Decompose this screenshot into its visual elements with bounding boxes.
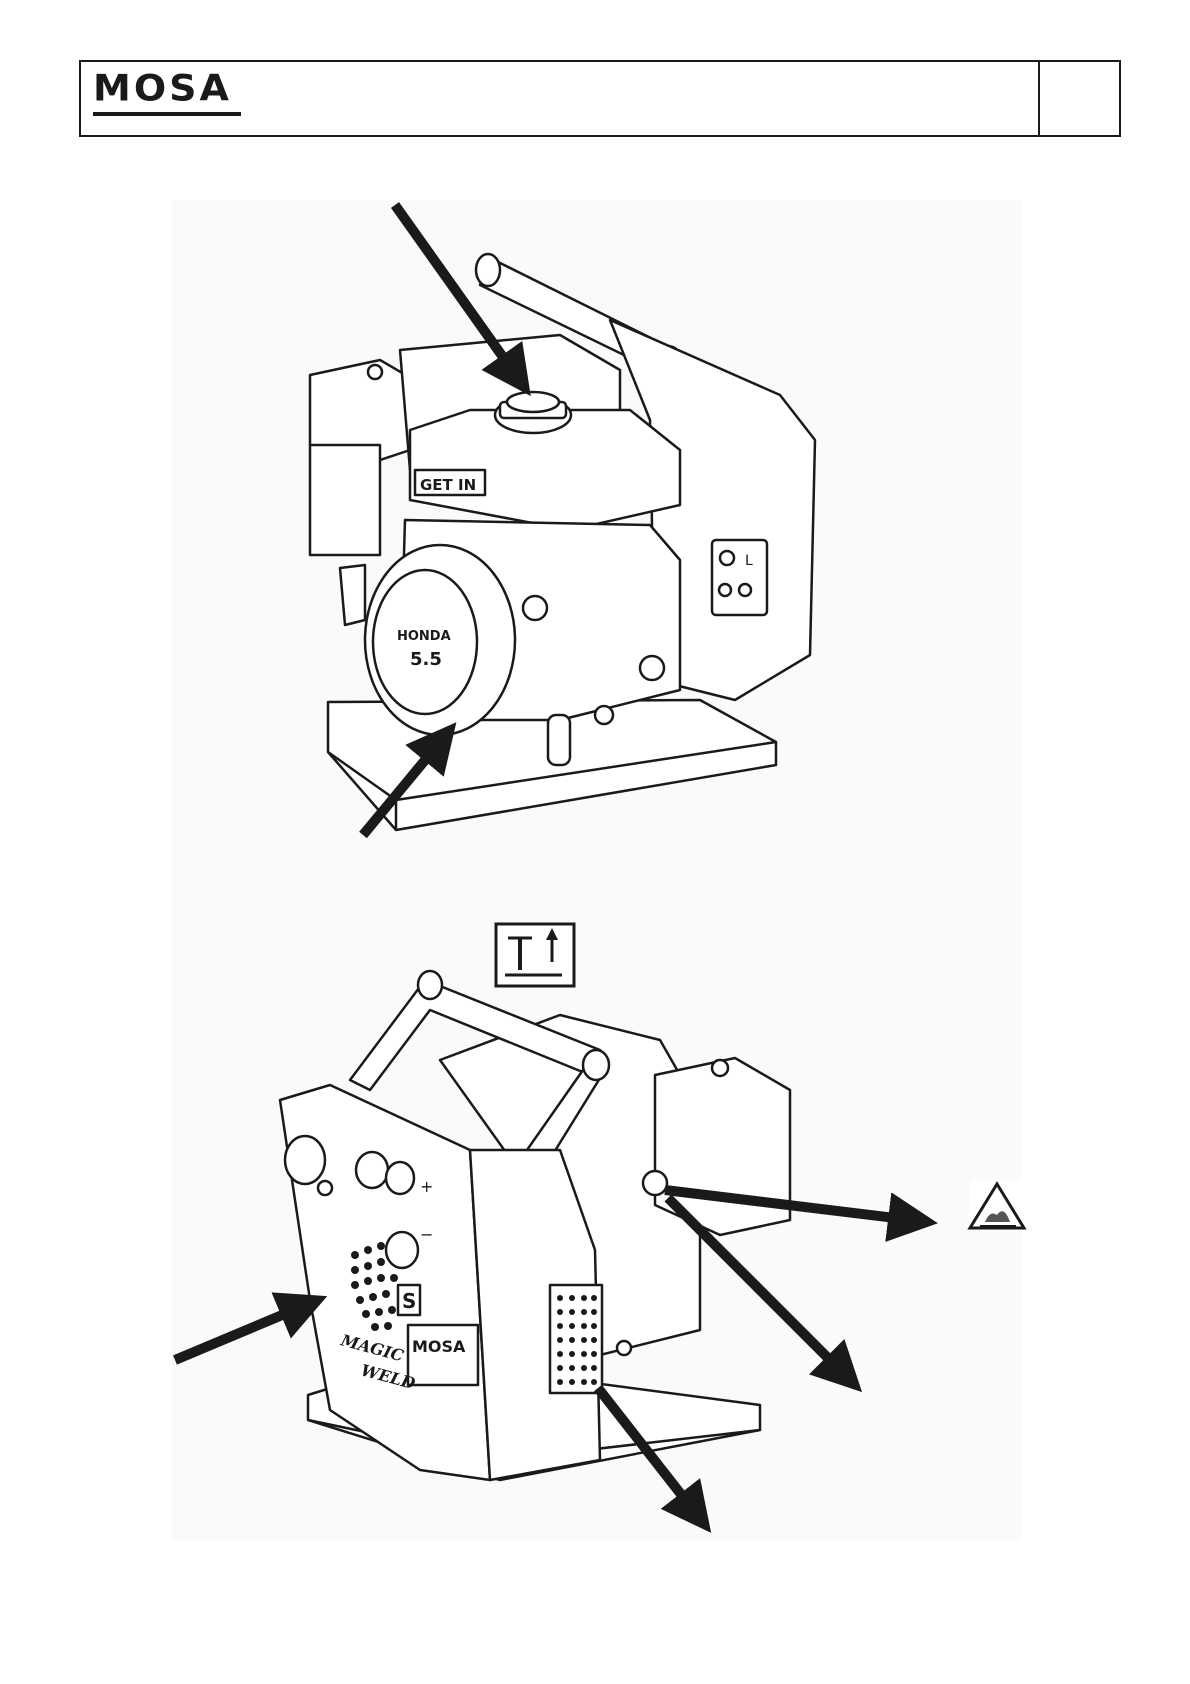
starter-grip bbox=[340, 565, 365, 625]
hot-surface-warning-icon bbox=[970, 1180, 1024, 1228]
svg-text:−: − bbox=[420, 1225, 433, 1244]
svg-text:S: S bbox=[402, 1289, 416, 1313]
lift-point-icon bbox=[496, 924, 574, 986]
exhaust-outlet bbox=[643, 1171, 667, 1195]
svg-text:GET IN: GET IN bbox=[420, 476, 476, 494]
svg-text:+: + bbox=[420, 1177, 433, 1196]
output-socket bbox=[285, 1136, 325, 1184]
svg-text:L: L bbox=[745, 553, 753, 569]
svg-text:5.5: 5.5 bbox=[410, 649, 442, 670]
svg-text:HONDA: HONDA bbox=[397, 629, 451, 644]
svg-text:MOSA: MOSA bbox=[412, 1337, 466, 1356]
oil-drain bbox=[548, 715, 570, 765]
